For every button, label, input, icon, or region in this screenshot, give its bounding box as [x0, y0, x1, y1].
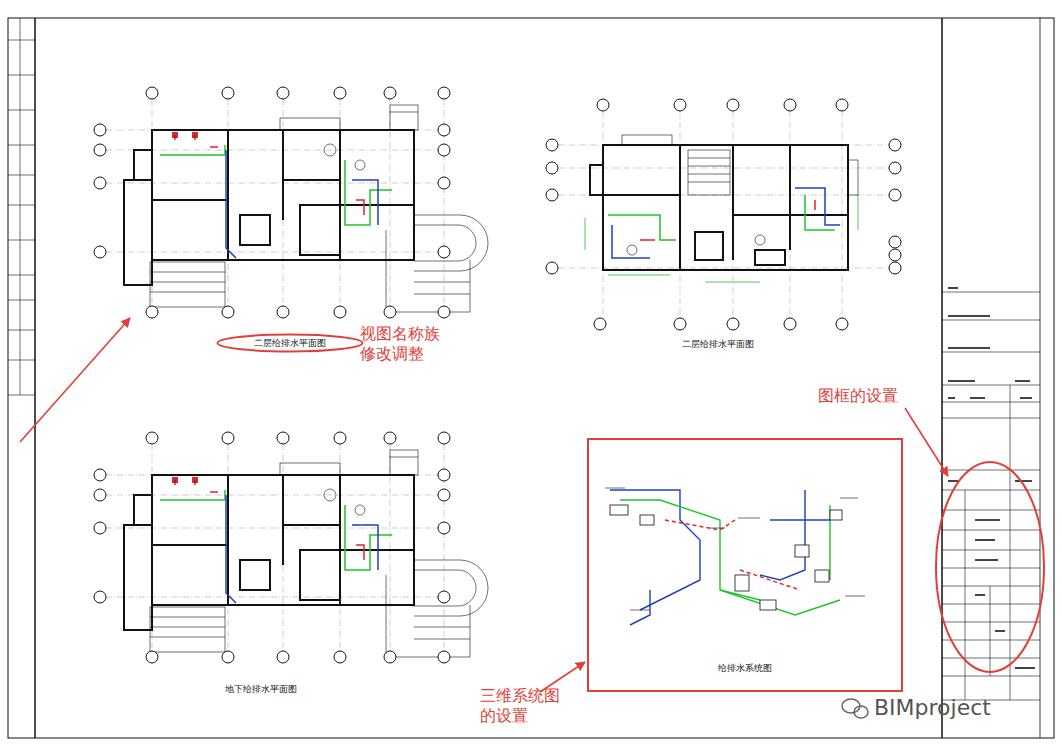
view-title: 地下给排水平面图: [225, 684, 297, 695]
system-diagram-frame: 给排水系统图: [587, 438, 903, 692]
view-title: 二层给排水平面图: [216, 333, 364, 353]
view-title: 给排水系统图: [589, 662, 901, 675]
callout-note: 视图名称族修改调整: [360, 324, 444, 364]
callout-note: 图框的设置: [818, 386, 898, 406]
watermark: BIMproject: [874, 694, 991, 722]
callout-note: 三维系统图的设置: [480, 686, 564, 726]
view-title: 二层给排水平面图: [682, 339, 754, 350]
view-name-ellipse: 二层给排水平面图: [216, 333, 364, 353]
